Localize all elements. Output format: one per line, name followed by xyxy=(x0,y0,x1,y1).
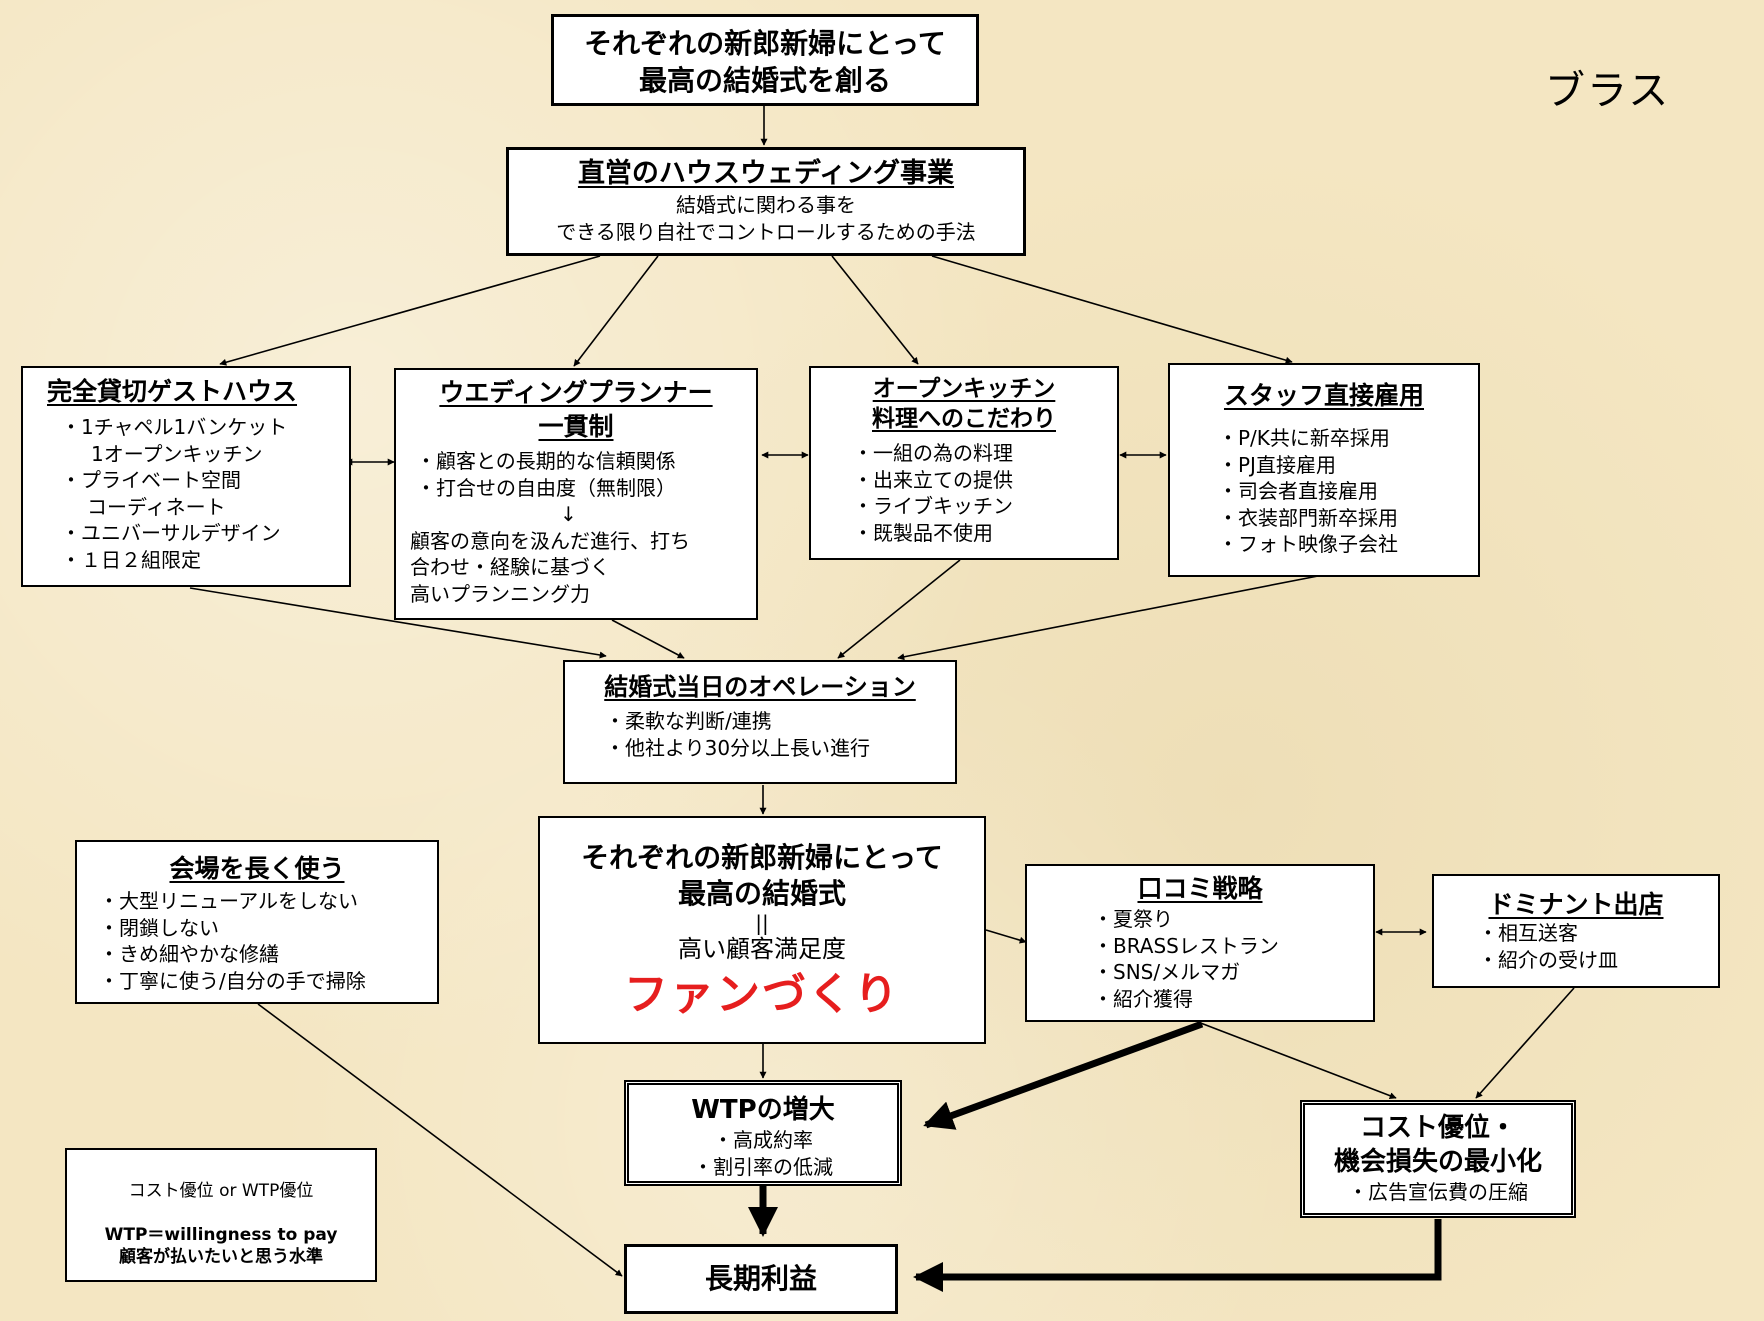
planner-item-2: ・打合せの自由度（無制限） xyxy=(416,475,676,500)
venue-title: 会場を長く使う xyxy=(169,854,345,883)
bold-arrow-wom-to-wtp xyxy=(923,1020,1204,1130)
legend-line-2: WTP＝willingness to pay xyxy=(104,1225,338,1245)
top-goal-line-1: それぞれの新郎新婦にとって xyxy=(584,27,946,60)
guest-house-box: 完全貸切ゲストハウス ・1チャペル1バンケット 1オープンキッチン ・プライベー… xyxy=(21,366,351,587)
arrow-house-to-kitchen xyxy=(831,255,919,365)
guest-house-item-3: ・ユニバーサルデザイン xyxy=(61,521,281,545)
arrow-center-to-wom xyxy=(985,929,1027,944)
arrow-venue-to-profit xyxy=(257,1003,623,1277)
legend-line-3: 顧客が払いたいと思う水準 xyxy=(119,1247,323,1267)
staff-item-3: ・司会者直接雇用 xyxy=(1218,479,1378,503)
wtp-item-1: ・高成約率 xyxy=(713,1128,813,1152)
kitchen-title-2: 料理へのこだわり xyxy=(872,406,1056,432)
arrow-staff-to-operation xyxy=(897,575,1319,661)
staff-title: スタッフ直接雇用 xyxy=(1223,381,1424,410)
planner-item-1: ・顧客との長期的な信頼関係 xyxy=(416,449,676,473)
company-label: ブラス xyxy=(1545,68,1671,114)
arrow-kitchen-to-operation xyxy=(837,559,961,659)
planner-result-2: 合わせ・経験に基づく xyxy=(410,555,610,579)
guest-house-item-4: ・１日２組限定 xyxy=(61,547,201,572)
kitchen-item-3: ・ライブキッチン xyxy=(853,494,1013,518)
arrow-house-to-planner xyxy=(573,255,659,367)
guest-house-item-1: ・1チャペル1バンケット xyxy=(61,415,288,439)
cost-item-1: ・広告宣伝費の圧縮 xyxy=(1348,1180,1528,1204)
planner-box: ウエディングプランナー 一貫制 ・顧客との長期的な信頼関係 ・打合せの自由度（無… xyxy=(394,368,758,620)
word-of-mouth-item-2: ・BRASSレストラン xyxy=(1093,933,1279,958)
venue-box: 会場を長く使う ・大型リニューアルをしない ・閉鎖しない ・きめ細やかな修繕 ・… xyxy=(75,840,439,1004)
house-wedding-box: 直営のハウスウェディング事業 結婚式に関わる事を できる限り自社でコントロールす… xyxy=(506,147,1026,256)
wtp-item-2: ・割引率の低減 xyxy=(693,1154,833,1179)
staff-box: スタッフ直接雇用 ・P/K共に新卒採用 ・PJ直接雇用 ・司会者直接雇用 ・衣装… xyxy=(1168,363,1480,577)
cost-title-1: コスト優位・ xyxy=(1359,1113,1516,1143)
wtp-box: WTPの増大 ・高成約率 ・割引率の低減 xyxy=(624,1080,902,1186)
word-of-mouth-item-4: ・紹介獲得 xyxy=(1093,986,1193,1011)
fan-building-label: ファンづくり xyxy=(624,969,900,1020)
center-equals: || xyxy=(755,911,769,935)
cost-title-2: 機会損失の最小化 xyxy=(1333,1147,1542,1177)
kitchen-box: オープンキッチン 料理へのこだわり ・一組の為の料理 ・出来立ての提供 ・ライブ… xyxy=(809,366,1119,560)
venue-item-1: ・大型リニューアルをしない xyxy=(99,889,358,913)
operation-item-2: ・他社より30分以上長い進行 xyxy=(605,736,871,760)
dominant-box: ドミナント出店 ・相互送客 ・紹介の受け皿 xyxy=(1432,874,1720,988)
dominant-item-2: ・紹介の受け皿 xyxy=(1478,947,1618,972)
guest-house-item-2b: コーディネート xyxy=(87,494,226,519)
arrow-planner-to-operation xyxy=(611,619,685,659)
word-of-mouth-item-3: ・SNS/メルマガ xyxy=(1093,960,1241,984)
cost-advantage-box: コスト優位・ 機会損失の最小化 ・広告宣伝費の圧縮 xyxy=(1300,1100,1576,1218)
kitchen-title-1: オープンキッチン xyxy=(872,376,1056,402)
word-of-mouth-item-1: ・夏祭り xyxy=(1093,907,1173,931)
center-line-2: 最高の結婚式 xyxy=(677,877,846,910)
word-of-mouth-title: 口コミ戦略 xyxy=(1137,874,1263,903)
operation-title: 結婚式当日のオペレーション xyxy=(604,673,916,701)
planner-result-3: 高いプランニング力 xyxy=(410,581,590,606)
staff-item-5: ・フォト映像子会社 xyxy=(1218,532,1398,556)
profit-title: 長期利益 xyxy=(704,1262,817,1295)
venue-item-3: ・きめ細やかな修繕 xyxy=(99,942,279,966)
arrow-house-to-staff xyxy=(931,255,1293,364)
dominant-title: ドミナント出店 xyxy=(1488,890,1664,919)
arrow-wom-to-cost xyxy=(1197,1021,1397,1100)
arrow-dominant-to-cost xyxy=(1475,987,1575,1099)
bold-arrow-cost-to-profit xyxy=(913,1219,1442,1292)
planner-down-arrow: ↓ xyxy=(560,502,577,526)
guest-house-item-1b: 1オープンキッチン xyxy=(91,441,263,466)
house-wedding-line-2: できる限り自社でコントロールするための手法 xyxy=(556,220,976,244)
top-goal-line-2: 最高の結婚式を創る xyxy=(638,64,891,97)
kitchen-item-1: ・一組の為の料理 xyxy=(853,441,1013,465)
operation-item-1: ・柔軟な判断/連携 xyxy=(605,709,772,733)
venue-item-2: ・閉鎖しない xyxy=(99,915,219,940)
house-wedding-title: 直営のハウスウェディング事業 xyxy=(577,158,955,189)
staff-item-4: ・衣装部門新卒採用 xyxy=(1218,505,1398,530)
staff-item-1: ・P/K共に新卒採用 xyxy=(1218,426,1390,450)
operation-box: 結婚式当日のオペレーション ・柔軟な判断/連携 ・他社より30分以上長い進行 xyxy=(563,660,957,784)
center-satisfaction-box: それぞれの新郎新婦にとって 最高の結婚式 || 高い顧客満足度 ファンづくり xyxy=(538,816,986,1044)
arrow-guesthouse-to-operation xyxy=(189,587,607,659)
long-term-profit-box: 長期利益 xyxy=(624,1244,898,1314)
planner-title-1: ウエディングプランナー xyxy=(439,378,713,407)
house-wedding-line-1: 結婚式に関わる事を xyxy=(676,193,856,217)
arrow-house-to-guesthouse xyxy=(219,255,601,366)
dominant-item-1: ・相互送客 xyxy=(1478,921,1578,945)
kitchen-item-2: ・出来立ての提供 xyxy=(853,467,1013,492)
kitchen-item-4: ・既製品不使用 xyxy=(853,520,993,545)
planner-title-2: 一貫制 xyxy=(538,412,614,441)
guest-house-item-2: ・プライベート空間 xyxy=(61,468,241,492)
guest-house-title: 完全貸切ゲストハウス xyxy=(47,377,298,406)
wtp-title: WTPの増大 xyxy=(691,1095,835,1125)
word-of-mouth-box: 口コミ戦略 ・夏祭り ・BRASSレストラン ・SNS/メルマガ ・紹介獲得 xyxy=(1025,864,1375,1022)
legend-line-1: コスト優位 or WTP優位 xyxy=(128,1181,314,1201)
staff-item-2: ・PJ直接雇用 xyxy=(1218,452,1336,477)
planner-result-1: 顧客の意向を汲んだ進行、打ち xyxy=(410,528,690,553)
center-satisfaction: 高い顧客満足度 xyxy=(678,935,846,963)
center-line-1: それぞれの新郎新婦にとって xyxy=(581,841,943,874)
legend-box: コスト優位 or WTP優位 WTP＝willingness to pay 顧客… xyxy=(65,1148,377,1282)
venue-item-4: ・丁寧に使う/自分の手で掃除 xyxy=(99,968,366,993)
top-goal-box: それぞれの新郎新婦にとって 最高の結婚式を創る xyxy=(551,14,979,106)
